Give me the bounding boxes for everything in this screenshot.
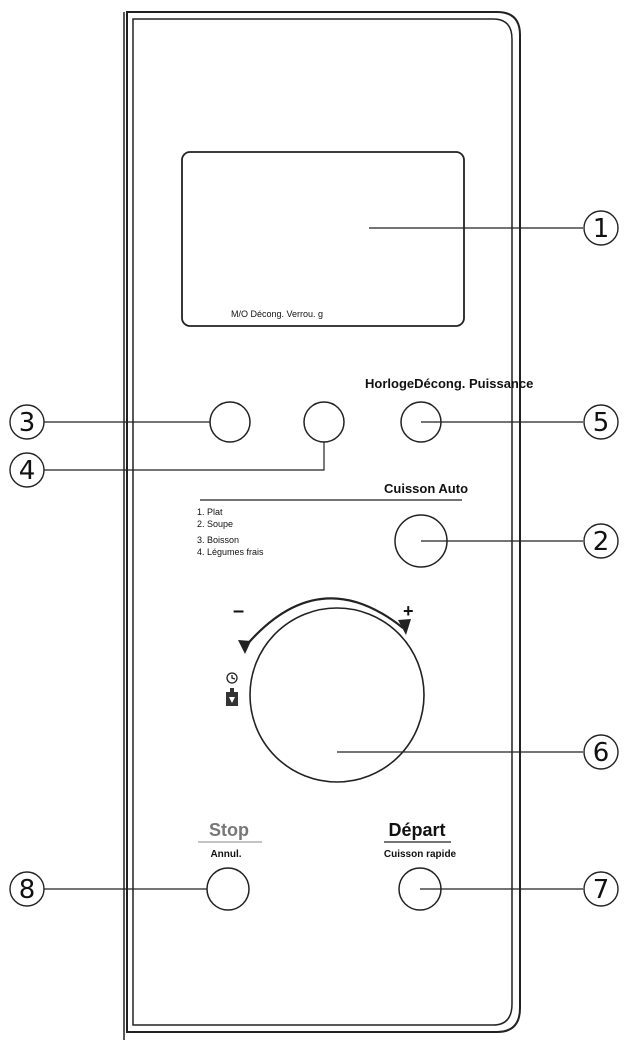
svg-text:6: 6 (593, 738, 610, 768)
display-indicators: M/O Décong. Verrou. g (231, 309, 323, 319)
stop-cancel-button[interactable] (206, 867, 250, 911)
stop-label: Stop (209, 820, 249, 840)
start-label: Départ (388, 820, 445, 840)
auto-cook-program-2: 2. Soupe (197, 519, 233, 529)
defrost-button[interactable] (303, 401, 345, 443)
clock-button[interactable] (209, 401, 251, 443)
dial-minus-sign: – (233, 600, 244, 622)
callout-6: 6 (583, 734, 619, 770)
callout-2: 2 (583, 523, 619, 559)
callout-7: 7 (583, 871, 619, 907)
svg-text:7: 7 (593, 875, 610, 905)
svg-text:5: 5 (593, 408, 610, 438)
callout-8: 8 (9, 871, 45, 907)
auto-cook-program-1: 1. Plat (197, 507, 223, 517)
stop-sublabel: Annul. (210, 849, 241, 860)
display-screen (181, 151, 465, 327)
auto-cook-title: Cuisson Auto (384, 481, 468, 496)
rotary-dial[interactable] (249, 607, 425, 783)
svg-text:2: 2 (593, 527, 610, 557)
callout-3: 3 (9, 404, 45, 440)
panel-outline (123, 11, 521, 1040)
svg-text:3: 3 (19, 408, 36, 438)
dial-arc (243, 597, 404, 649)
weight-icon (226, 688, 238, 706)
svg-text:1: 1 (593, 214, 610, 244)
auto-cook-program-3: 3. Boisson (197, 535, 239, 545)
callout-1: 1 (583, 210, 619, 246)
start-sublabel: Cuisson rapide (384, 849, 457, 860)
callout-5: 5 (583, 404, 619, 440)
svg-text:8: 8 (19, 875, 36, 905)
svg-text:4: 4 (19, 456, 36, 486)
dial-plus-sign: + (403, 601, 414, 621)
callout-4: 4 (9, 452, 45, 488)
clock-icon (226, 672, 238, 684)
callout-leaders (44, 227, 583, 890)
dial-arrow-left (238, 640, 251, 654)
top-buttons-label: HorlogeDécong. Puissance (365, 376, 533, 391)
auto-cook-program-4: 4. Légumes frais (197, 547, 264, 557)
dial-arrow-right (398, 619, 411, 635)
